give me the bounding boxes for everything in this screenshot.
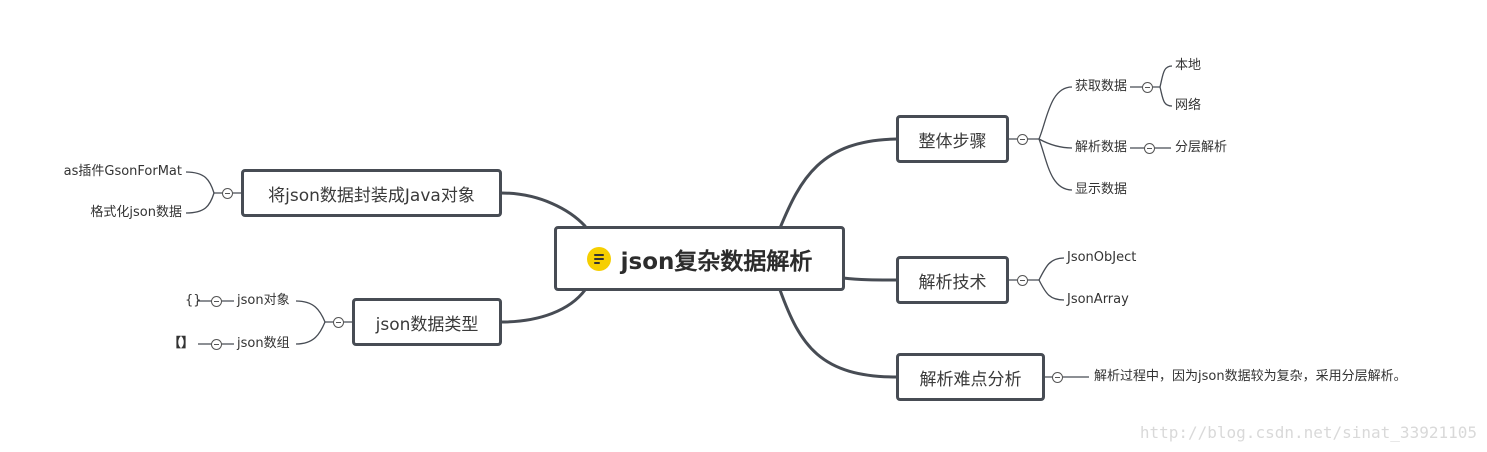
link-root-types xyxy=(499,288,587,324)
subtopic-local[interactable]: 本地 xyxy=(1175,58,1202,73)
subtopic-json-object[interactable]: json对象 xyxy=(237,293,290,308)
subtopic-object-symbol[interactable]: {} xyxy=(185,293,202,308)
root-topic[interactable]: json复杂数据解析 xyxy=(554,226,845,291)
subtopic-format-json[interactable]: 格式化json数据 xyxy=(90,205,182,220)
collapse-difficulty-toggle[interactable] xyxy=(1052,372,1063,383)
collapse-fetch-toggle[interactable] xyxy=(1142,82,1153,93)
topic-types-label: json数据类型 xyxy=(375,314,479,335)
subtopic-gsonformat[interactable]: as插件GsonForMat xyxy=(63,164,182,179)
topic-steps-label: 整体步骤 xyxy=(918,131,987,152)
subtopic-difficulty-note[interactable]: 解析过程中，因为json数据较为复杂，采用分层解析。 xyxy=(1094,369,1407,384)
watermark: http://blog.csdn.net/sinat_33921105 xyxy=(1139,423,1477,442)
topic-difficulty-label: 解析难点分析 xyxy=(919,369,1022,390)
collapse-parse-toggle[interactable] xyxy=(1144,143,1155,154)
notes-icon xyxy=(586,246,611,271)
subtopic-display[interactable]: 显示数据 xyxy=(1075,182,1128,197)
link-root-tech xyxy=(841,276,899,282)
subtopic-fetch[interactable]: 获取数据 xyxy=(1075,79,1128,94)
subtopic-layered-parse[interactable]: 分层解析 xyxy=(1175,140,1228,155)
subtopic-jsonarray[interactable]: JsonArray xyxy=(1067,292,1129,307)
collapse-steps-toggle[interactable] xyxy=(1017,134,1028,145)
subtopic-array-symbol[interactable]: 【】 xyxy=(168,336,195,351)
subtopic-network[interactable]: 网络 xyxy=(1175,98,1202,113)
topic-steps[interactable]: 整体步骤 xyxy=(896,115,1009,163)
link-root-wrap xyxy=(499,191,587,228)
root-topic-label: json复杂数据解析 xyxy=(620,248,813,275)
collapse-wrap-toggle[interactable] xyxy=(222,188,233,199)
collapse-types-toggle[interactable] xyxy=(333,317,344,328)
topic-difficulty[interactable]: 解析难点分析 xyxy=(896,353,1045,401)
link-root-steps xyxy=(778,137,899,230)
collapse-array-toggle[interactable] xyxy=(211,339,222,350)
topic-tech-label: 解析技术 xyxy=(918,272,987,293)
subtopic-jsonobject[interactable]: JsonObJect xyxy=(1067,250,1137,265)
collapse-tech-toggle[interactable] xyxy=(1017,275,1028,286)
subtopic-parse[interactable]: 解析数据 xyxy=(1075,140,1128,155)
topic-tech[interactable]: 解析技术 xyxy=(896,256,1009,304)
collapse-object-toggle[interactable] xyxy=(211,296,222,307)
topic-types[interactable]: json数据类型 xyxy=(352,298,502,346)
topic-wrap[interactable]: 将json数据封装成Java对象 xyxy=(241,169,502,217)
link-root-difficulty xyxy=(778,288,899,379)
topic-wrap-label: 将json数据封装成Java对象 xyxy=(268,185,475,206)
subtopic-json-array[interactable]: json数组 xyxy=(237,336,290,351)
